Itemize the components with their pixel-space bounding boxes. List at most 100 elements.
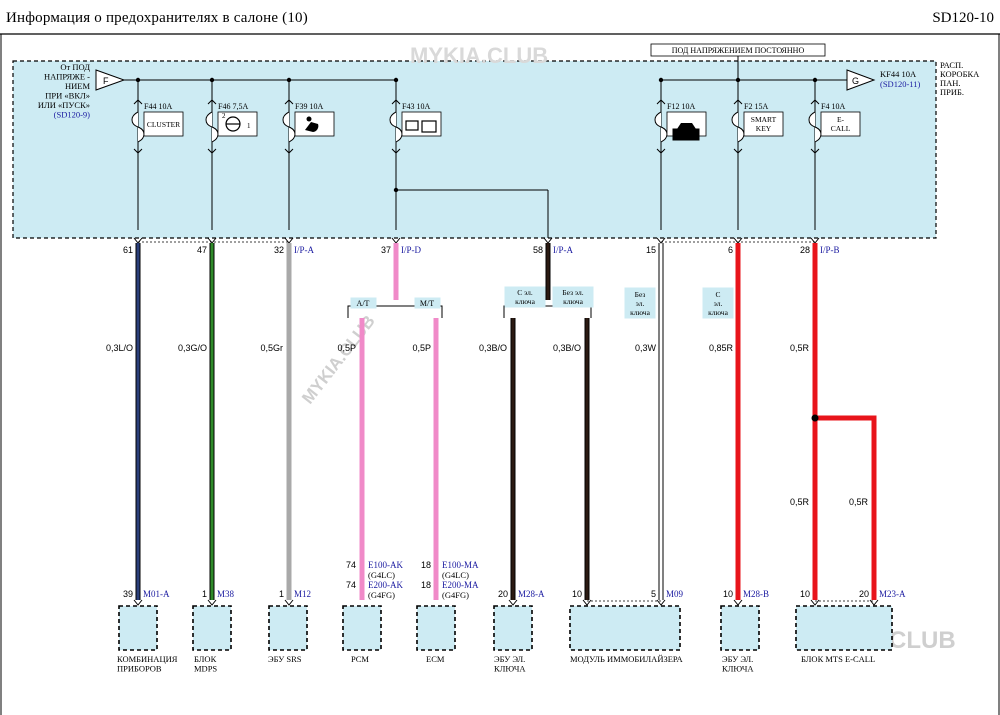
bottom-connector-label: M23-A	[879, 589, 906, 599]
variant-label-with-key-2: ключа	[708, 308, 728, 317]
wire-gauge-label: 0,3W	[635, 343, 657, 353]
wire-gauge-label: 0,85R	[709, 343, 734, 353]
pcm-connector: E200-AK	[368, 580, 403, 590]
fuse-pin-label: 1	[247, 122, 251, 130]
box-pin-number: 6	[728, 245, 733, 255]
wire-gauge-label: 0,5R	[790, 497, 810, 507]
bottom-pin-number: 1	[279, 589, 284, 599]
variant-label-with-key: С эл.	[517, 288, 533, 297]
source-left-label: ИЛИ «ПУСК»	[38, 100, 90, 110]
component-box	[795, 605, 893, 651]
pin-chevron	[207, 599, 217, 606]
fuse-label-box	[743, 111, 784, 137]
component-label-smart-key-2: ЭБУ ЭЛ.	[722, 654, 753, 664]
junction-box-label: ПАН.	[940, 78, 961, 88]
bottom-pin-number: 20	[859, 589, 869, 599]
source-right-letter: G	[852, 76, 859, 86]
bottom-connector-label: M28-B	[743, 589, 769, 599]
pcm-connector: E100-AK	[368, 560, 403, 570]
variant-label-with-key-2: эл.	[714, 299, 723, 308]
fuse-rating: F2 15A	[744, 102, 768, 111]
immobilizer-icon	[672, 128, 700, 141]
bottom-connector-label: M09	[666, 589, 684, 599]
wire-gauge-label: 0,3G/O	[178, 343, 207, 353]
component-label-ecall: БЛОК MTS E-CALL	[801, 654, 875, 664]
watermark: MYKIA.CLUB	[298, 312, 379, 408]
component-box	[720, 605, 760, 651]
ecm-connector: E100-MA	[442, 560, 479, 570]
variant-label-with-key-2: С	[715, 290, 720, 299]
ecm-engine: (G4FG)	[442, 590, 469, 600]
box-pin-number: 37	[381, 245, 391, 255]
wire-gauge-label: 0,5P	[337, 343, 356, 353]
pin-chevron	[508, 599, 518, 606]
variant-label-without-key-2: эл.	[636, 299, 645, 308]
fuse-chevron	[810, 99, 820, 105]
component-label-smart-key-2: КЛЮЧА	[722, 664, 754, 674]
immobilizer-icon	[677, 123, 696, 129]
engine-icon	[405, 120, 419, 131]
ecall-junction	[811, 414, 819, 422]
source-left-label: НАПРЯЖЕ -	[44, 72, 90, 82]
box-pin-number: 28	[800, 245, 810, 255]
fuse-symbol	[131, 111, 145, 143]
bottom-connector-label: M28-A	[518, 589, 545, 599]
box-pin-number: 61	[123, 245, 133, 255]
watermark: MYKIA.CLUB	[410, 43, 548, 68]
fuse-symbol	[205, 111, 219, 143]
fuse-symbol	[808, 111, 822, 143]
ecm-engine: (G4LC)	[442, 570, 469, 580]
pin-chevron	[543, 237, 553, 244]
pin-chevron	[810, 599, 820, 606]
pin-chevron	[869, 599, 879, 606]
at-mt-split	[347, 305, 443, 318]
engine-icon	[421, 120, 437, 133]
box-pin-number: 32	[274, 245, 284, 255]
variant-label-without-key-2: Без	[635, 290, 646, 299]
fuse-circuit: E-	[837, 115, 845, 124]
page-title: Информация о предохранителях в салоне (1…	[6, 10, 308, 26]
component-box	[192, 605, 232, 651]
variant-label-at: A/T	[357, 299, 370, 308]
component-label-pcm: PCM	[351, 654, 369, 664]
fuse-chevron	[133, 148, 143, 154]
source-left-arrow	[95, 69, 126, 91]
component-label-cluster: КОМБИНАЦИЯ	[117, 654, 178, 664]
fuse-chevron	[284, 148, 294, 154]
component-label-mdps: БЛОК	[194, 654, 217, 664]
variant-label-with-key-2-box	[702, 287, 734, 319]
wire-gauge-label: 0,3L/O	[106, 343, 133, 353]
pin-chevron	[733, 599, 743, 606]
variant-label-without-key: ключа	[563, 297, 583, 306]
fuse-rating: F46 7,5A	[218, 102, 248, 111]
fuse-chevron	[284, 99, 294, 105]
fuse-chevron	[207, 99, 217, 105]
fuse-symbol	[731, 111, 745, 143]
fuse-circuit: CLUSTER	[147, 120, 180, 129]
junction-box-label: КОРОБКА	[940, 69, 980, 79]
pin-chevron	[133, 599, 143, 606]
pin-chevron	[656, 599, 666, 606]
variant-label-mt: M/T	[420, 299, 434, 308]
variant-label-with-key: ключа	[515, 297, 535, 306]
variant-label-box	[350, 297, 377, 309]
airbag-icon	[305, 122, 319, 132]
box-pin-number: 47	[197, 245, 207, 255]
variant-label-without-key-2: ключа	[630, 308, 650, 317]
fuse-chevron	[656, 99, 666, 105]
component-box	[493, 605, 533, 651]
fuse-chevron	[133, 99, 143, 105]
wire-gauge-label: 0,3B/O	[479, 343, 507, 353]
fuse-symbol	[389, 111, 403, 143]
fuse-rating: F4 10A	[821, 102, 845, 111]
pcm-pin: 74	[346, 560, 356, 570]
wire-gauge-label: 0,5R	[790, 343, 810, 353]
wire-to-immobilizer-white	[658, 243, 664, 600]
wire-gauge-label: 0,3B/O	[553, 343, 581, 353]
variant-label-box	[552, 286, 594, 308]
page-code: SD120-10	[932, 10, 994, 26]
fuse-rating: F39 10A	[295, 102, 323, 111]
fuse-label-box	[143, 111, 184, 137]
bottom-connector-label: M12	[294, 589, 311, 599]
